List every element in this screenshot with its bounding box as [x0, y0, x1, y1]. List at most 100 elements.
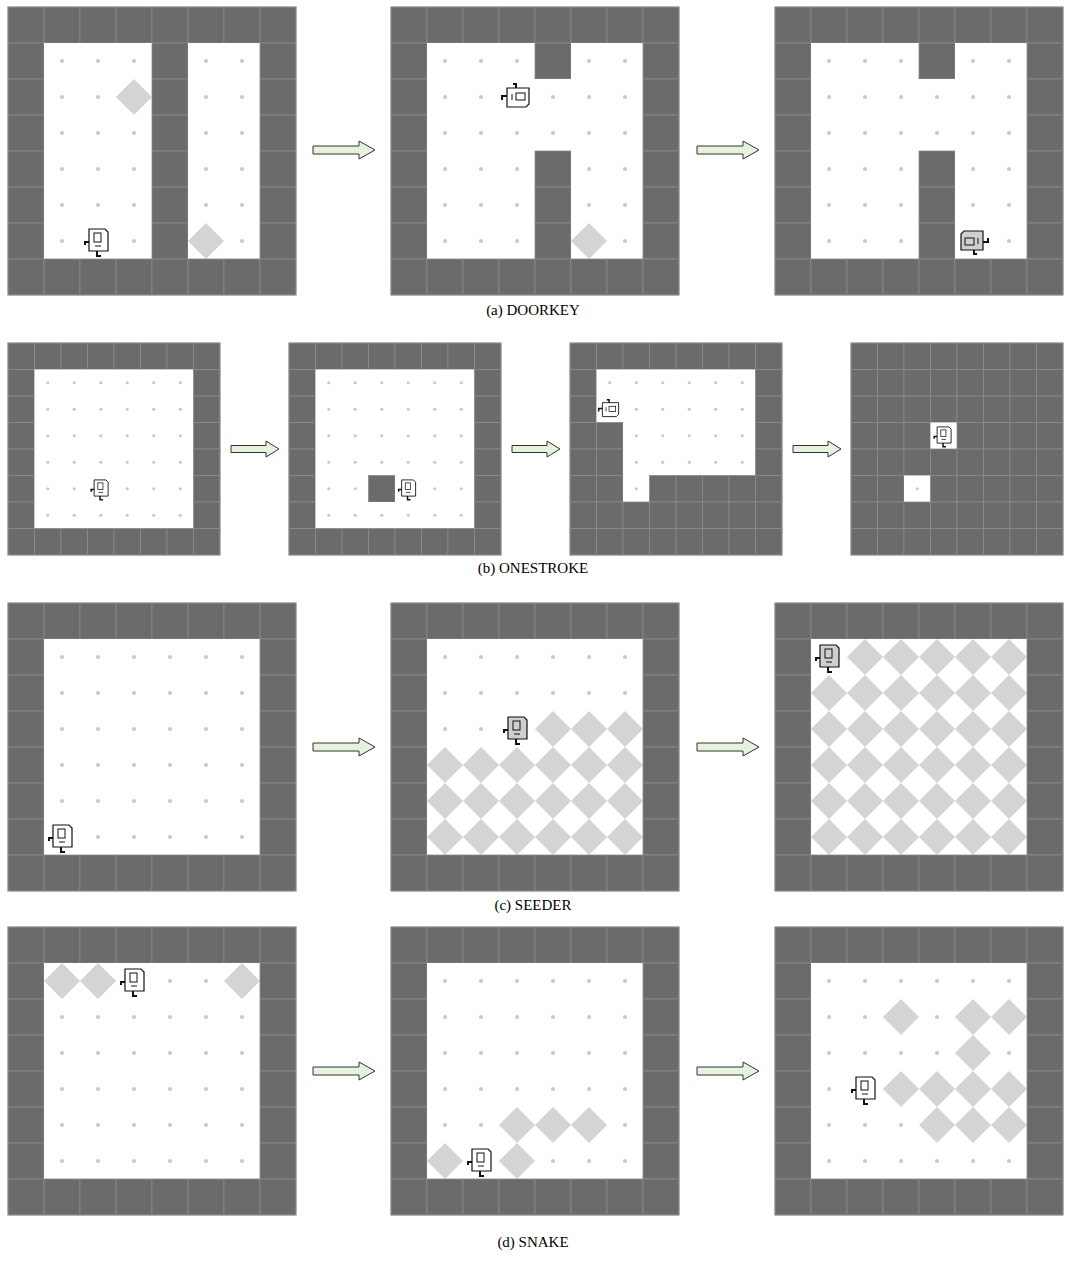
floor-cell — [422, 476, 449, 503]
floor-cell — [188, 963, 224, 999]
floor-dot — [240, 95, 244, 99]
floor-dot — [168, 799, 172, 803]
floor-dot — [99, 381, 102, 384]
wall-cell — [570, 449, 597, 476]
floor-dot — [688, 381, 691, 384]
wall-cell — [289, 449, 316, 476]
floor-cell — [152, 675, 188, 711]
agent-mark — [95, 246, 101, 247]
floor-dot — [443, 1015, 447, 1019]
floor-cell — [463, 1035, 499, 1071]
floor-cell — [463, 223, 499, 259]
floor-cell — [883, 711, 919, 747]
wall-cell — [1027, 855, 1063, 891]
wall-cell — [991, 603, 1027, 639]
floor-cell — [80, 1071, 116, 1107]
wall-cell — [703, 343, 730, 370]
floor-cell — [35, 370, 62, 397]
floor-dot — [132, 1123, 136, 1127]
wall-cell — [1037, 343, 1064, 370]
floor-dot — [515, 691, 519, 695]
wall-cell — [260, 1035, 296, 1071]
floor-cell — [607, 1107, 643, 1143]
wall-cell — [775, 1143, 811, 1179]
floor-cell — [919, 675, 955, 711]
wall-cell — [1010, 423, 1037, 450]
floor-dot — [587, 1159, 591, 1163]
agent-mark — [59, 842, 65, 843]
item-diamond — [571, 1107, 607, 1143]
floor-cell — [883, 115, 919, 151]
wall-cell — [224, 1179, 260, 1215]
floor-dot — [96, 1051, 100, 1055]
floor-cell — [427, 115, 463, 151]
floor-cell — [316, 502, 343, 529]
wall-cell — [991, 7, 1027, 43]
floor-dot — [443, 95, 447, 99]
floor-dot — [935, 131, 939, 135]
floor-cell — [607, 187, 643, 223]
wall-cell — [427, 7, 463, 43]
wall-cell — [811, 1179, 847, 1215]
floor-dot — [827, 979, 831, 983]
floor-cell — [499, 43, 535, 79]
floor-cell — [883, 151, 919, 187]
floor-dot — [827, 167, 831, 171]
floor-cell — [499, 1035, 535, 1071]
floor-dot — [354, 487, 357, 490]
floor-cell — [571, 999, 607, 1035]
agent-mark — [478, 1166, 484, 1167]
floor-dot — [623, 1015, 627, 1019]
wall-cell — [1027, 639, 1063, 675]
item-diamond — [919, 1071, 955, 1107]
item-diamond — [463, 819, 499, 855]
wall-cell — [369, 343, 396, 370]
item-diamond — [955, 1071, 991, 1107]
floor-cell — [342, 396, 369, 423]
wall-cell — [991, 927, 1027, 963]
floor-cell — [847, 223, 883, 259]
floor-cell — [141, 370, 168, 397]
floor-dot — [460, 408, 463, 411]
item-diamond — [919, 711, 955, 747]
wall-cell — [260, 603, 296, 639]
floor-cell — [955, 639, 991, 675]
agent-leg — [61, 847, 65, 852]
wall-cell — [1027, 79, 1063, 115]
wall-cell — [847, 7, 883, 43]
wall-cell — [878, 502, 905, 529]
floor-cell — [883, 999, 919, 1035]
wall-cell — [643, 7, 679, 43]
floor-dot — [443, 167, 447, 171]
floor-dot — [827, 1015, 831, 1019]
wall-cell — [570, 423, 597, 450]
wall-cell — [1027, 1071, 1063, 1107]
floor-dot — [380, 461, 383, 464]
floor-cell — [422, 449, 449, 476]
floor-dot — [407, 461, 410, 464]
floor-cell — [188, 783, 224, 819]
floor-dot — [443, 1123, 447, 1127]
wall-cell — [904, 343, 931, 370]
wall-cell — [1010, 343, 1037, 370]
floor-cell — [152, 639, 188, 675]
wall-cell — [756, 476, 783, 503]
floor-cell — [35, 502, 62, 529]
floor-dot — [240, 691, 244, 695]
wall-cell — [499, 259, 535, 295]
floor-cell — [116, 747, 152, 783]
floor-cell — [152, 819, 188, 855]
floor-cell — [61, 423, 88, 450]
wall-cell — [991, 1179, 1027, 1215]
wall-cell — [756, 449, 783, 476]
item-diamond — [991, 675, 1027, 711]
floor-cell — [623, 449, 650, 476]
floor-cell — [114, 476, 141, 503]
wall-cell — [570, 502, 597, 529]
floor-cell — [571, 1107, 607, 1143]
wall-cell — [597, 502, 624, 529]
floor-cell — [44, 151, 80, 187]
agent-screen — [58, 829, 65, 838]
floor-cell — [88, 502, 115, 529]
wall-cell — [919, 187, 955, 223]
